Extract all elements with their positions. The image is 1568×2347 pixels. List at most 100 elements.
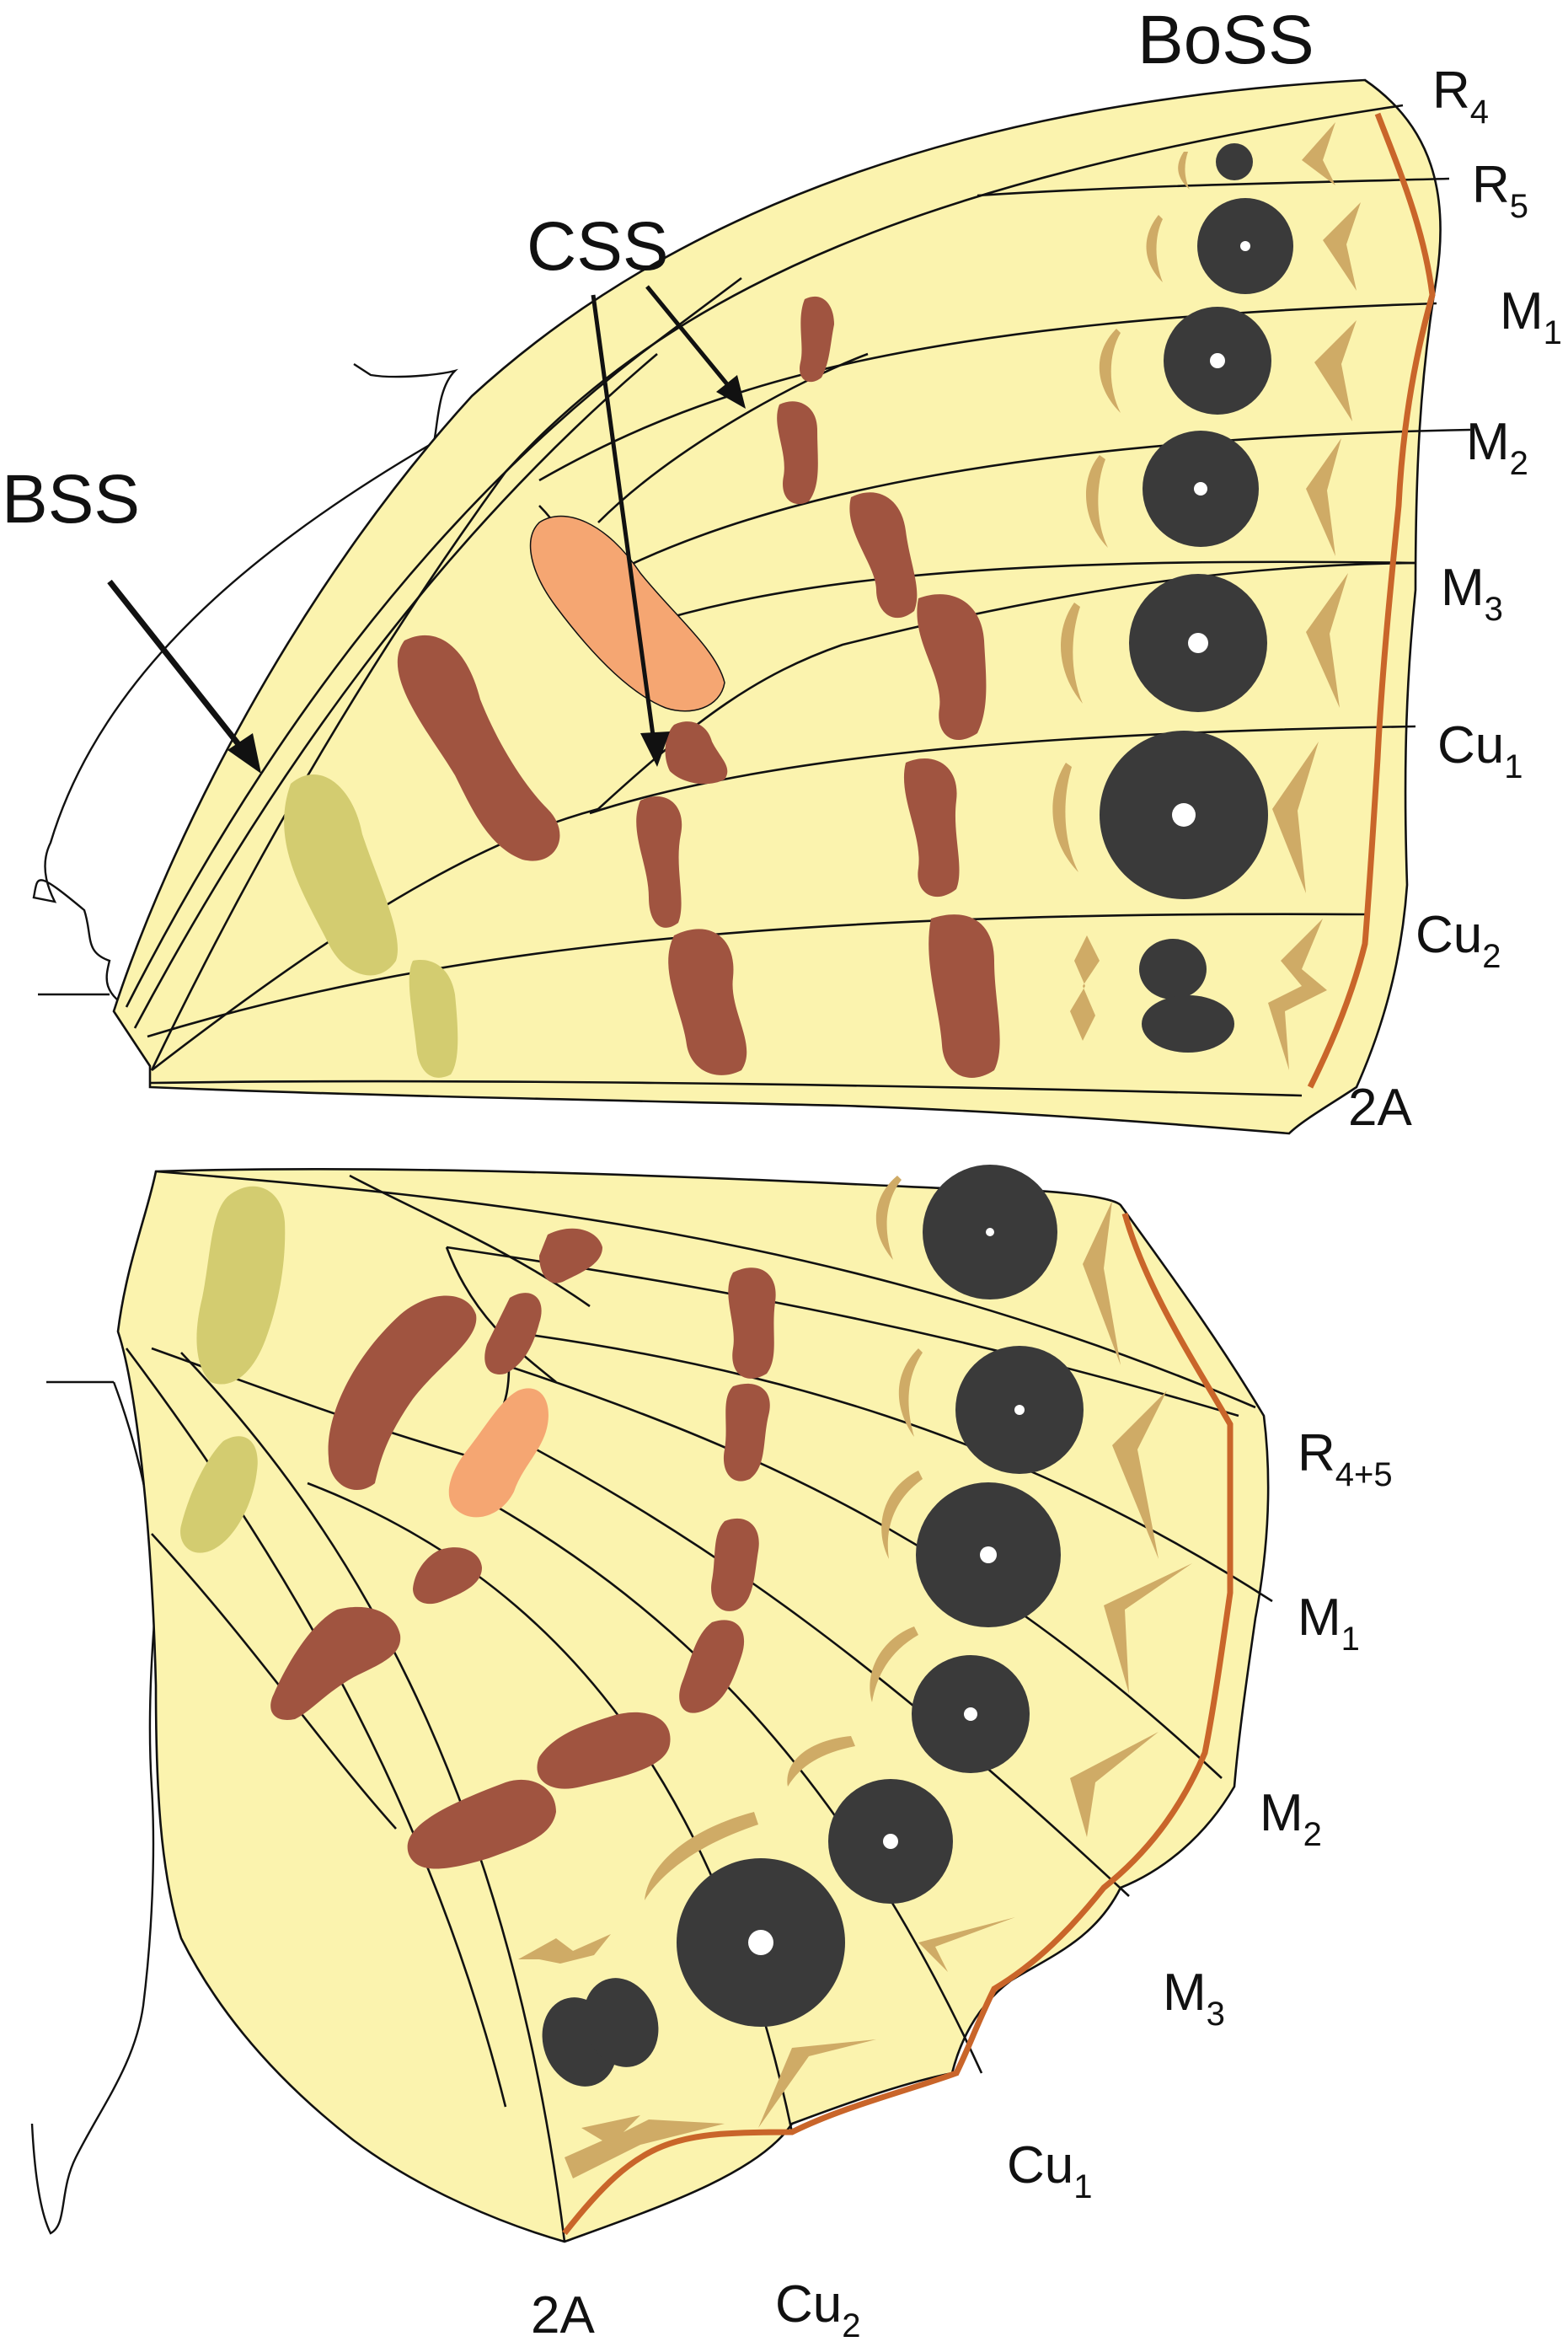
hindwing-vein-m2 (505, 1364, 1223, 1779)
hindwing-vein-2a (180, 1352, 566, 2243)
bss-arrow (107, 579, 261, 774)
forewing-eyespot-cu2-lower (1142, 995, 1234, 1053)
css-label: CSS (527, 208, 669, 285)
vein-label-subscript: 3 (1207, 1996, 1225, 2033)
forewing-basal-band (284, 774, 398, 976)
hindwing-central-band-m1 (728, 1267, 776, 1379)
forewing-marginal-line (1307, 112, 1436, 1089)
vein-label-subscript: 5 (1510, 188, 1528, 225)
forewing-eyespot-m1-focus (1210, 353, 1225, 368)
vein-label-hw-m2: M2 (1260, 1784, 1322, 1853)
vein-label-subscript: 1 (1504, 748, 1523, 785)
forewing-central-band-m3 (849, 492, 918, 619)
hindwing-chevron-m1 (1112, 1391, 1167, 1559)
vein-label-fw-cu2: Cu2 (1415, 906, 1501, 975)
hindwing-central-band-inner (328, 1295, 477, 1491)
hindwing-eyespot-2a-right (583, 1978, 659, 2067)
vein-label-main: M (1298, 1589, 1341, 1647)
hindwing-parafocal-inner-m3 (870, 1626, 918, 1702)
hindwing-eyespot-r45-focus (986, 1228, 994, 1236)
forewing-vein-2a (149, 1080, 1303, 1097)
forewing-central-band-inner-cu1 (636, 796, 682, 928)
hindwing-central-band-sc (539, 1228, 602, 1283)
forewing-submarginal-chevrons (1268, 122, 1361, 1070)
forewing-vein-r3 (597, 352, 869, 523)
forewing-parafocal-inner-cu1 (1052, 763, 1078, 872)
boss-label: BoSS (1137, 2, 1314, 78)
hindwing-chevron-r45 (1083, 1201, 1121, 1365)
forewing-parafocal-inner-m3 (1060, 603, 1083, 704)
hindwing-vein-m1 (505, 1330, 1273, 1603)
abdomen-outline (30, 1381, 158, 2235)
vein-label-hw-m1: M1 (1298, 1589, 1360, 1658)
css-arrow-lower (591, 294, 670, 767)
vein-label-main: Cu (1437, 716, 1504, 774)
vein-label-main: R (1472, 156, 1510, 214)
forewing-discal-spot (529, 515, 725, 712)
bss-label: BSS (2, 461, 140, 538)
thorax-outline (32, 362, 458, 1013)
hindwing-central-band-m2 (723, 1383, 770, 1482)
vein-label-main: M (1500, 282, 1544, 340)
forewing-central-band-small (665, 721, 728, 785)
vein-label-fw-cu1: Cu1 (1437, 716, 1523, 785)
vein-label-hw-cu1: Cu1 (1007, 2136, 1093, 2205)
forewing-central-band-cu1b (903, 758, 960, 898)
vein-label-main: Cu (1007, 2136, 1073, 2194)
forewing-basal-band-lower (409, 960, 458, 1078)
vein-label-subscript: 2 (1303, 1816, 1322, 1853)
hindwing-discal-spot (448, 1388, 549, 1518)
forewing-parafocal-inner-m2 (1085, 455, 1108, 548)
hindwing-basal-band (196, 1186, 286, 1385)
hindwing-chevron-m2 (1104, 1563, 1192, 1694)
vein-label-fw-m2: M2 (1466, 413, 1528, 482)
hindwing-submarginal-chevrons (565, 1201, 1192, 2178)
vein-label-fw-r5: R5 (1472, 156, 1528, 225)
vein-label-hw-r45: R4+5 (1298, 1424, 1393, 1493)
forewing-costa-vein (125, 276, 742, 1008)
forewing-parafocal-inner-r5 (1146, 215, 1163, 282)
forewing-parafocal-inner-m1 (1099, 329, 1121, 413)
hindwing-eyespot-cu2-focus (748, 1930, 773, 1955)
forewing-chevron-r4 (1302, 122, 1335, 185)
vein-label-subscript: 1 (1544, 314, 1562, 351)
forewing-chevron-cu1 (1272, 742, 1319, 893)
hindwing-vein-sc (349, 1174, 591, 1308)
hindwing-central-band-anal (270, 1606, 401, 1720)
hindwing-inner-parafocal-marks (518, 1176, 923, 1964)
vein-label-hw-m3: M3 (1163, 1964, 1225, 2033)
hindwing-chevron-2a (565, 2115, 725, 2178)
forewing-central-band-cu1 (917, 594, 987, 741)
forewing-central-band-inner-cu2 (668, 929, 747, 1075)
forewing-inner-parafocal-marks (1052, 152, 1190, 1041)
vein-label-main: 2A (531, 2286, 595, 2344)
vein-label-subscript: 1 (1073, 2168, 1092, 2205)
forewing-vein-r4 (505, 104, 1404, 473)
forewing-chevron-m3 (1306, 573, 1348, 708)
forewing-sc-vein (133, 353, 658, 1029)
vein-label-subscript: 4 (1470, 94, 1489, 131)
hindwing-vein-m3 (488, 1423, 1130, 1897)
hindwing-eyespot-m1-focus (1014, 1405, 1025, 1415)
hindwing-vein-cell-upper (445, 1246, 557, 1384)
hindwing-central-band-2a (407, 1779, 556, 1869)
forewing-eyespot-r4 (1216, 143, 1253, 180)
hindwing-chevron-cu2 (758, 2039, 876, 2128)
forewing-vein-r5 (977, 177, 1450, 197)
vein-label-fw-r4: R4 (1432, 62, 1489, 131)
forewing-chevron-m2 (1306, 438, 1341, 556)
vein-label-subscript: 2 (1510, 445, 1528, 482)
hindwing-chevron-m3 (1070, 1732, 1159, 1837)
forewing-vein-cu2 (147, 913, 1366, 1038)
vein-label-subscript: 4+5 (1335, 1456, 1393, 1493)
hindwing-central-band-anal-small (413, 1547, 482, 1605)
forewing-chevron-cu2 (1268, 919, 1327, 1070)
hindwing-cell-lower (151, 1347, 506, 1468)
forewing-eyespot-m3-focus (1188, 633, 1208, 653)
vein-label-main: 2A (1348, 1079, 1412, 1137)
forewing-central-band-m2 (777, 401, 818, 505)
vein-label-main: M (1441, 559, 1485, 617)
vein-label-main: R (1432, 62, 1470, 120)
vein-label-fw-2a: 2A (1348, 1079, 1412, 1137)
